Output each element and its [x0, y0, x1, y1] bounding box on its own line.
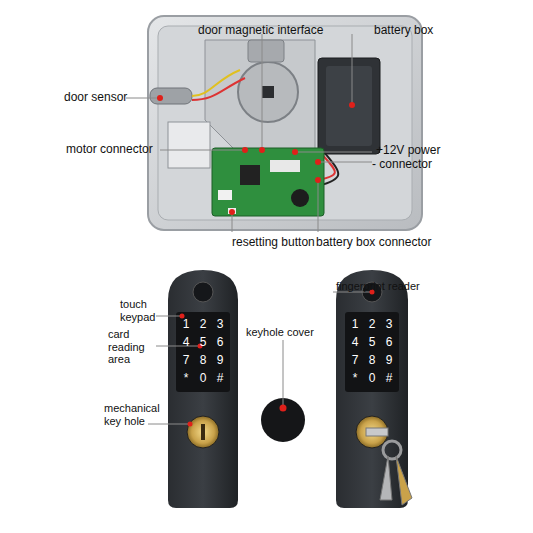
- motor: [248, 40, 284, 62]
- case-inner: [158, 26, 412, 220]
- key-label: 6: [381, 336, 397, 350]
- connector-block: [218, 190, 232, 200]
- callout-label: door magnetic interface: [198, 24, 348, 38]
- callout-label: keyhole cover: [246, 326, 336, 339]
- key-label: 1: [347, 318, 363, 332]
- key-label: 6: [212, 336, 228, 350]
- leader-lines: [126, 34, 372, 232]
- keypad-body: [168, 270, 238, 508]
- connector-block: [270, 160, 300, 172]
- key: [366, 428, 388, 436]
- gear-plate: [205, 40, 315, 150]
- key-label: 5: [195, 336, 211, 350]
- reset-button-part: [228, 208, 236, 214]
- hanging-key: [396, 456, 412, 505]
- callout-label: +12V power: [376, 144, 496, 158]
- keyhole-cover-part: [261, 398, 305, 442]
- key-label: *: [178, 372, 194, 386]
- callout-label: motor connector: [66, 143, 166, 157]
- spindle: [262, 86, 274, 98]
- pcb: [212, 148, 324, 216]
- key-slot: [201, 424, 205, 440]
- callout-label: fingerprint reader: [336, 280, 456, 293]
- key-ring: [383, 441, 401, 459]
- key-label: 0: [364, 372, 380, 386]
- key-label: #: [381, 372, 397, 386]
- leader-lines: [148, 292, 372, 424]
- touch-panel: [176, 312, 230, 392]
- key-label: 8: [195, 354, 211, 368]
- key-label: 3: [381, 318, 397, 332]
- door-sensor-part: [150, 88, 192, 104]
- key-label: #: [212, 372, 228, 386]
- callout-label: card reading area: [108, 328, 168, 366]
- callout-label: mechanical key hole: [104, 402, 176, 427]
- key-label: 4: [178, 336, 194, 350]
- key-label: 9: [212, 354, 228, 368]
- key-label: 2: [195, 318, 211, 332]
- callout-label: door sensor: [64, 91, 134, 105]
- latch-bolt: [168, 122, 210, 168]
- key-cylinder: [187, 416, 219, 448]
- callout-label: touch keypad: [120, 298, 164, 323]
- key-label: 7: [178, 354, 194, 368]
- key-label: *: [347, 372, 363, 386]
- key-label: 4: [347, 336, 363, 350]
- key-label: 1: [178, 318, 194, 332]
- marker-dots: [180, 290, 375, 427]
- key-label: 0: [195, 372, 211, 386]
- touch-panel: [345, 312, 399, 392]
- keypad-body: [336, 270, 408, 508]
- key-label: 9: [381, 354, 397, 368]
- key-label: 8: [364, 354, 380, 368]
- marker-dots: [157, 95, 355, 215]
- key-label: 2: [364, 318, 380, 332]
- gear: [238, 62, 298, 122]
- buzzer: [291, 189, 309, 207]
- callout-label: battery box connector: [316, 236, 466, 250]
- key-label: 3: [212, 318, 228, 332]
- hanging-key: [380, 456, 392, 500]
- wire: [192, 70, 240, 96]
- callout-label: battery box: [374, 24, 464, 38]
- key-label: 5: [364, 336, 380, 350]
- key-label: 7: [347, 354, 363, 368]
- fingerprint-sensor: [193, 282, 213, 302]
- battery-box-part: [318, 58, 380, 154]
- callout-label: - connector: [372, 158, 492, 172]
- lock-case: [148, 16, 422, 230]
- wire: [192, 78, 245, 100]
- chip: [240, 165, 260, 185]
- battery: [326, 66, 372, 146]
- key-cylinder: [356, 416, 388, 448]
